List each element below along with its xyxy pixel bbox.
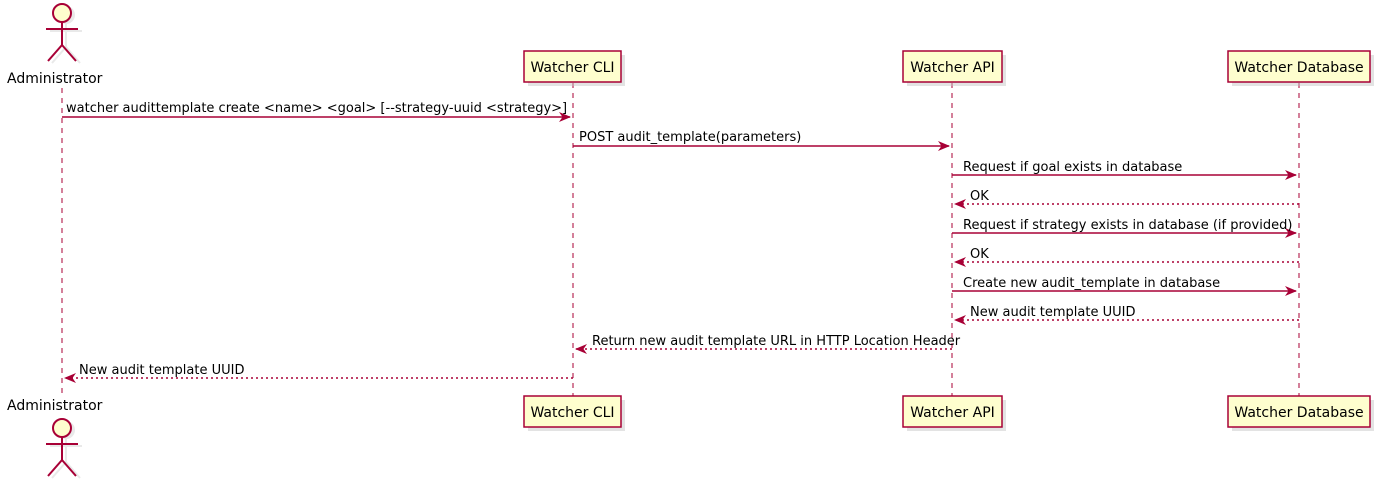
- message-label-4: OK: [970, 189, 989, 204]
- participant-label-watcher-cli-bottom: Watcher CLI: [530, 405, 614, 421]
- message-label-8: New audit template UUID: [970, 305, 1135, 320]
- message-label-7: Create new audit_template in database: [963, 276, 1220, 291]
- actor-administrator-bottom[interactable]: Administrator: [7, 398, 103, 479]
- participant-box-watcher-api-top[interactable]: Watcher API: [902, 50, 1006, 86]
- actor-administrator-top[interactable]: Administrator: [7, 3, 103, 87]
- message-10[interactable]: New audit template UUID: [64, 363, 573, 383]
- participant-box-watcher-database-top[interactable]: Watcher Database: [1227, 50, 1374, 86]
- participant-box-watcher-api-bottom[interactable]: Watcher API: [902, 395, 1006, 431]
- participant-label-watcher-api-bottom: Watcher API: [910, 405, 995, 421]
- actor-head-icon: [52, 3, 72, 23]
- participant-box-watcher-cli-top[interactable]: Watcher CLI: [523, 50, 625, 86]
- message-label-5: Request if strategy exists in database (…: [963, 218, 1292, 233]
- message-label-10: New audit template UUID: [79, 363, 244, 378]
- message-3[interactable]: Request if goal exists in database: [952, 160, 1297, 180]
- message-6[interactable]: OK: [954, 247, 1299, 267]
- participant-rect: [523, 50, 622, 83]
- message-label-9: Return new audit template URL in HTTP Lo…: [592, 334, 961, 349]
- actor-head-icon: [52, 418, 72, 438]
- actor-label-administrator-bottom: Administrator: [7, 398, 103, 414]
- message-7[interactable]: Create new audit_template in database: [952, 276, 1297, 296]
- participant-label-watcher-api-top: Watcher API: [910, 60, 995, 76]
- participant-box-watcher-database-bottom[interactable]: Watcher Database: [1227, 395, 1374, 431]
- actor-leg-left-icon: [47, 44, 63, 62]
- actor-leg-left-icon: [47, 459, 63, 477]
- lifelines-group: [61, 83, 1300, 396]
- participant-label-watcher-database-bottom: Watcher Database: [1234, 405, 1363, 421]
- message-label-2: POST audit_template(parameters): [579, 130, 801, 145]
- message-label-6: OK: [970, 247, 989, 262]
- participant-box-watcher-cli-bottom[interactable]: Watcher CLI: [523, 395, 625, 431]
- actor-leg-right-icon: [61, 44, 77, 62]
- participant-rect: [902, 395, 1003, 428]
- message-label-3: Request if goal exists in database: [963, 160, 1182, 175]
- participant-rect: [1227, 50, 1371, 83]
- message-4[interactable]: OK: [954, 189, 1299, 209]
- message-label-1: watcher audittemplate create <name> <goa…: [66, 101, 567, 116]
- message-8[interactable]: New audit template UUID: [954, 305, 1299, 325]
- message-5[interactable]: Request if strategy exists in database (…: [952, 218, 1297, 238]
- message-1[interactable]: watcher audittemplate create <name> <goa…: [62, 101, 571, 122]
- participant-rect: [523, 395, 622, 428]
- message-9[interactable]: Return new audit template URL in HTTP Lo…: [575, 334, 961, 354]
- participant-label-watcher-database-top: Watcher Database: [1234, 60, 1363, 76]
- participant-rect: [902, 50, 1003, 83]
- message-2[interactable]: POST audit_template(parameters): [573, 130, 950, 151]
- participant-rect: [1227, 395, 1371, 428]
- actor-label-administrator-top: Administrator: [7, 71, 103, 87]
- actor-leg-right-icon: [61, 459, 77, 477]
- participant-label-watcher-cli-top: Watcher CLI: [530, 60, 614, 76]
